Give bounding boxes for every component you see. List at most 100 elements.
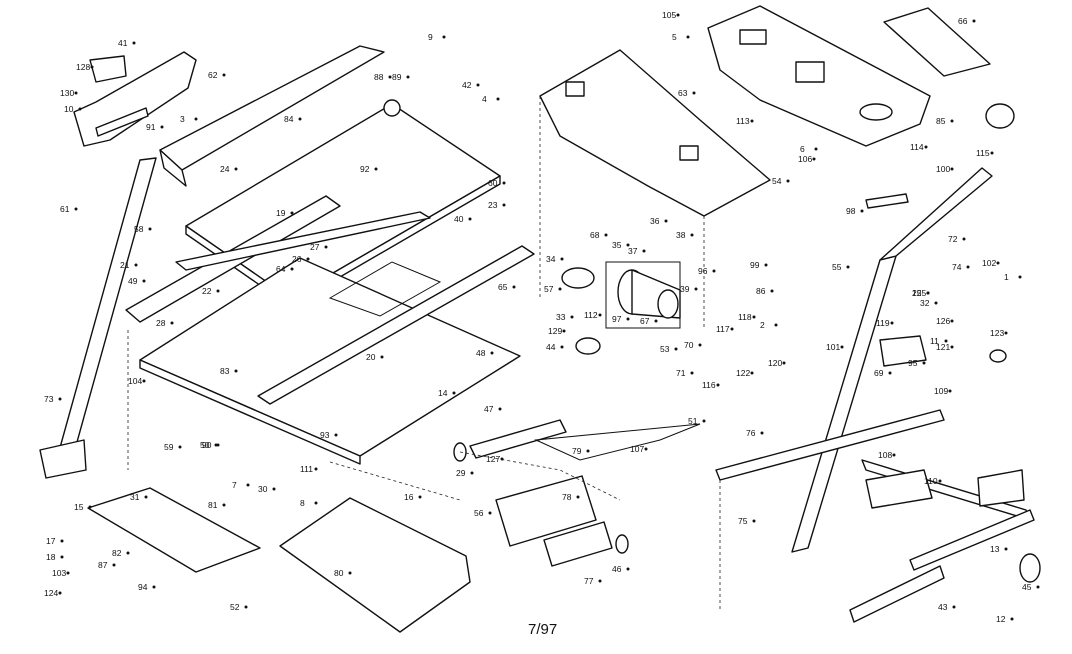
part-callout-129: 129 xyxy=(548,326,562,336)
part-callout-92: 92 xyxy=(360,164,370,174)
part-callout-49: 49 xyxy=(128,276,138,286)
callout-leader-dot xyxy=(774,323,778,327)
callout-leader-dot xyxy=(716,383,720,387)
callout-leader-dot xyxy=(148,227,152,231)
callout-leader-dot xyxy=(490,351,494,355)
callout-leader-dot xyxy=(626,567,630,571)
part-callout-9: 9 xyxy=(428,32,433,42)
callout-leader-dot xyxy=(644,447,648,451)
part-callout-101: 101 xyxy=(826,342,840,352)
part-callout-6: 6 xyxy=(800,144,805,154)
part-callout-110: 110 xyxy=(924,476,938,486)
part-callout-122: 122 xyxy=(736,368,750,378)
callout-leader-dot xyxy=(586,449,590,453)
callout-leader-dot xyxy=(512,285,516,289)
callout-leader-dot xyxy=(500,457,504,461)
part-callout-42: 42 xyxy=(462,80,472,90)
part-callout-38: 38 xyxy=(676,230,686,240)
part-callout-20: 20 xyxy=(366,352,376,362)
part-callout-121: 121 xyxy=(936,342,950,352)
part-callout-54: 54 xyxy=(772,176,782,186)
part-callout-41: 41 xyxy=(118,38,128,48)
part-callout-78: 78 xyxy=(562,492,572,502)
part-callout-107: 107 xyxy=(630,444,644,454)
part-callout-68: 68 xyxy=(590,230,600,240)
part-callout-10: 10 xyxy=(64,104,74,114)
part-callout-127: 127 xyxy=(486,454,500,464)
callout-leader-dot xyxy=(502,181,506,185)
part-callout-100: 100 xyxy=(936,164,950,174)
part-callout-93: 93 xyxy=(320,430,330,440)
callout-leader-dot xyxy=(290,267,294,271)
callout-leader-dot xyxy=(934,301,938,305)
callout-leader-dot xyxy=(694,287,698,291)
callout-leader-dot xyxy=(126,551,130,555)
callout-leader-dot xyxy=(702,419,706,423)
part-callout-18: 18 xyxy=(46,552,56,562)
callout-leader-dot xyxy=(222,503,226,507)
part-callout-26: 26 xyxy=(292,254,302,264)
part-callout-81: 81 xyxy=(208,500,218,510)
callout-leader-dot xyxy=(348,571,352,575)
callout-leader-dot xyxy=(860,209,864,213)
part-callout-29: 29 xyxy=(456,468,466,478)
part-callout-13: 13 xyxy=(990,544,1000,554)
part-callout-71: 71 xyxy=(676,368,686,378)
callout-leader-dot xyxy=(496,97,500,101)
part-callout-116: 116 xyxy=(702,380,716,390)
part-callout-16: 16 xyxy=(404,492,414,502)
callout-leader-dot xyxy=(814,147,818,151)
callout-leader-dot xyxy=(74,207,78,211)
part-callout-70: 70 xyxy=(684,340,694,350)
base-plate-left xyxy=(87,487,261,573)
part-callout-12: 12 xyxy=(996,614,1006,624)
part-callout-7: 7 xyxy=(232,480,237,490)
part-callout-97: 97 xyxy=(612,314,622,324)
callout-leader-dot xyxy=(922,361,926,365)
part-callout-115: 115 xyxy=(976,148,990,158)
part-callout-8: 8 xyxy=(300,498,305,508)
part-callout-123: 123 xyxy=(990,328,1004,338)
callout-leader-dot xyxy=(142,379,146,383)
callout-leader-dot xyxy=(418,495,422,499)
part-callout-4: 4 xyxy=(482,94,487,104)
part-callout-51: 51 xyxy=(688,416,698,426)
center-frame xyxy=(469,419,701,567)
part-callout-44: 44 xyxy=(546,342,556,352)
callout-leader-dot xyxy=(246,483,250,487)
callout-leader-dot xyxy=(488,511,492,515)
part-callout-87: 87 xyxy=(98,560,108,570)
part-callout-126: 126 xyxy=(936,316,950,326)
callout-leader-dot xyxy=(840,345,844,349)
callout-leader-dot xyxy=(502,203,506,207)
part-callout-89: 89 xyxy=(392,72,402,82)
part-callout-104: 104 xyxy=(128,376,142,386)
part-callout-84: 84 xyxy=(284,114,294,124)
part-callout-28: 28 xyxy=(156,318,166,328)
callout-leader-dot xyxy=(730,327,734,331)
callout-leader-dot xyxy=(888,371,892,375)
callout-leader-dot xyxy=(786,179,790,183)
callout-leader-dot xyxy=(698,343,702,347)
callout-leader-dot xyxy=(1036,585,1040,589)
callout-leader-dot xyxy=(74,91,78,95)
callout-leader-dot xyxy=(170,321,174,325)
part-callout-36: 36 xyxy=(650,216,660,226)
callout-leader-dot xyxy=(686,35,690,39)
callout-leader-dot xyxy=(764,263,768,267)
callout-leader-dot xyxy=(216,443,220,447)
part-callout-40: 40 xyxy=(454,214,464,224)
part-callout-33: 33 xyxy=(556,312,566,322)
callout-leader-dot xyxy=(760,431,764,435)
callout-leader-dot xyxy=(676,13,680,17)
part-callout-39: 39 xyxy=(680,284,690,294)
part-callout-34: 34 xyxy=(546,254,556,264)
part-callout-31: 31 xyxy=(130,492,140,502)
callout-leader-dot xyxy=(626,243,630,247)
callout-leader-dot xyxy=(674,347,678,351)
part-callout-91: 91 xyxy=(146,122,156,132)
part-callout-62: 62 xyxy=(208,70,218,80)
callout-leader-dot xyxy=(972,19,976,23)
callout-leader-dot xyxy=(950,319,954,323)
part-callout-120: 120 xyxy=(768,358,782,368)
